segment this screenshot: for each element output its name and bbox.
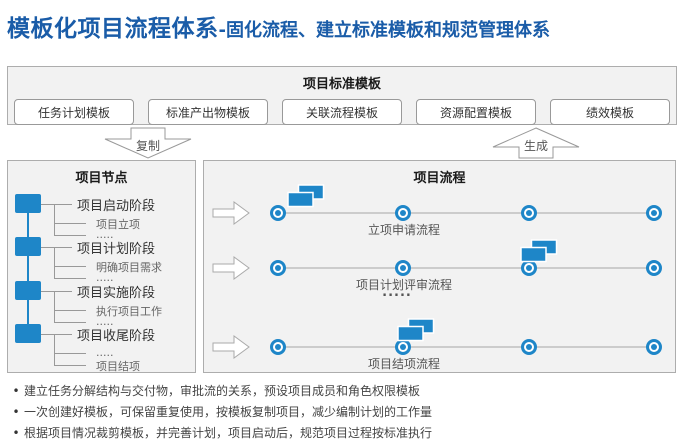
phase-sub-item: .....	[96, 228, 114, 241]
phase-node-square	[15, 194, 41, 213]
flow-node	[521, 339, 537, 355]
window-copy-icon	[287, 184, 325, 212]
template-box: 资源配置模板	[416, 99, 536, 125]
project-flows-panel-title: 项目流程	[413, 171, 466, 186]
phase-node-square	[15, 281, 41, 300]
bullet-icon: •	[12, 426, 20, 440]
flow-node-dot	[275, 210, 281, 216]
flow-node	[646, 205, 662, 221]
project-nodes-panel-title: 项目节点	[75, 171, 128, 186]
phase-sub-item: 项目立项	[96, 218, 140, 231]
tree-branch-line	[54, 247, 55, 278]
phase-node-square	[15, 237, 41, 256]
window-copy-icon	[520, 239, 558, 267]
flow-node	[270, 339, 286, 355]
notes-list: • 建立任务分解结构与交付物，审批流的关系，预设项目成员和角色权限模板 • 一次创建好…	[8, 381, 432, 444]
tree-connector-line	[41, 291, 72, 292]
flow-node	[646, 260, 662, 276]
standard-template-panel: 项目标准模板 任务计划模板标准产出物模板关联流程模板资源配置模板绩效模板	[7, 66, 677, 125]
template-box: 关联流程模板	[282, 99, 402, 125]
flow-node	[646, 339, 662, 355]
tree-connector-line	[54, 278, 86, 279]
phase-sub-item: 明确项目需求	[96, 261, 162, 274]
flow-node	[270, 260, 286, 276]
flow-node-dot	[275, 344, 281, 350]
tree-branch-line	[54, 204, 55, 235]
phase-sub-item: .....	[96, 346, 114, 359]
flow-ellipsis: .....	[382, 285, 412, 300]
flow-node	[521, 205, 537, 221]
phase-sub-item: .....	[96, 271, 114, 284]
flow-node-dot	[526, 265, 532, 271]
flow-enter-arrow-icon	[212, 335, 250, 363]
tree-connector-line	[54, 266, 86, 267]
phase-sub-item: .....	[96, 315, 114, 328]
tree-connector-line	[54, 353, 86, 354]
note-text: 一次创建好模板，可保留重复使用，按模板复制项目，减少编制计划的工作量	[24, 405, 433, 419]
standard-template-panel-title: 项目标准模板	[302, 77, 381, 92]
project-nodes-panel: 项目节点 项目启动阶段项目立项.....项目计划阶段明确项目需求.....项目实…	[7, 160, 196, 373]
flow-node	[270, 205, 286, 221]
tree-connector-line	[41, 247, 72, 248]
bullet-icon: •	[12, 405, 20, 419]
generate-up-arrow-icon: 生成	[492, 127, 580, 159]
flow-node-dot	[651, 210, 657, 216]
project-flows-panel: 项目流程 立项申请流程项目计划评审流程项目结项流程 .....	[203, 160, 676, 373]
note-item: • 根据项目情况裁剪模板，并完善计划，项目启动后，规范项目过程按标准执行	[8, 423, 432, 444]
tree-connector-line	[41, 334, 72, 335]
tree-connector-line	[54, 235, 86, 236]
title-subtitle: 固化流程、建立标准模板和规范管理体系	[225, 20, 550, 41]
tree-branch-line	[54, 334, 55, 365]
flow-node-dot	[400, 265, 406, 271]
template-box: 任务计划模板	[14, 99, 134, 125]
flow-node-dot	[275, 265, 281, 271]
bullet-icon: •	[12, 384, 20, 398]
flow-node	[395, 205, 411, 221]
template-box: 绩效模板	[550, 99, 670, 125]
flow-node-dot	[651, 265, 657, 271]
tree-trunk-line	[27, 204, 29, 334]
phase-title: 项目实施阶段	[77, 286, 156, 301]
tree-connector-line	[54, 310, 86, 311]
tree-connector-line	[54, 365, 86, 366]
note-text: 根据项目情况裁剪模板，并完善计划，项目启动后，规范项目过程按标准执行	[24, 426, 433, 440]
tree-connector-line	[54, 223, 86, 224]
note-item: • 建立任务分解结构与交付物，审批流的关系，预设项目成员和角色权限模板	[8, 381, 432, 402]
phase-title: 项目收尾阶段	[77, 329, 156, 344]
title-separator: -	[218, 20, 226, 41]
flow-line	[278, 212, 654, 214]
phase-title: 项目启动阶段	[77, 199, 156, 214]
flow-node	[395, 260, 411, 276]
flow-label: 项目结项流程	[367, 357, 440, 371]
template-box-row: 任务计划模板标准产出物模板关联流程模板资源配置模板绩效模板	[8, 99, 676, 125]
flow-node-dot	[400, 210, 406, 216]
flow-line	[278, 267, 654, 269]
flow-node-dot	[651, 344, 657, 350]
window-copy-icon	[397, 318, 435, 346]
tree-connector-line	[41, 204, 72, 205]
flow-line	[278, 346, 654, 348]
tree-connector-line	[54, 322, 86, 323]
note-item: • 一次创建好模板，可保留重复使用，按模板复制项目，减少编制计划的工作量	[8, 402, 432, 423]
flow-node-dot	[526, 210, 532, 216]
flow-node-dot	[526, 344, 532, 350]
copy-down-arrow-icon: 复制	[104, 127, 192, 159]
template-box: 标准产出物模板	[148, 99, 268, 125]
phase-node-square	[15, 324, 41, 343]
tree-branch-line	[54, 291, 55, 322]
note-text: 建立任务分解结构与交付物，审批流的关系，预设项目成员和角色权限模板	[24, 384, 421, 398]
phase-sub-item: 项目结项	[96, 360, 140, 373]
flow-enter-arrow-icon	[212, 201, 250, 229]
flow-label: 项目计划评审流程	[355, 278, 452, 292]
phase-sub-item: 执行项目工作	[96, 305, 162, 318]
flow-node-dot	[400, 344, 406, 350]
title-main: 模板化项目流程体系	[7, 16, 219, 42]
flow-enter-arrow-icon	[212, 256, 250, 284]
phase-title: 项目计划阶段	[77, 242, 156, 257]
flow-label: 立项申请流程	[367, 223, 440, 237]
page-title: 模板化项目流程体系 - 固化流程、建立标准模板和规范管理体系	[7, 9, 550, 43]
